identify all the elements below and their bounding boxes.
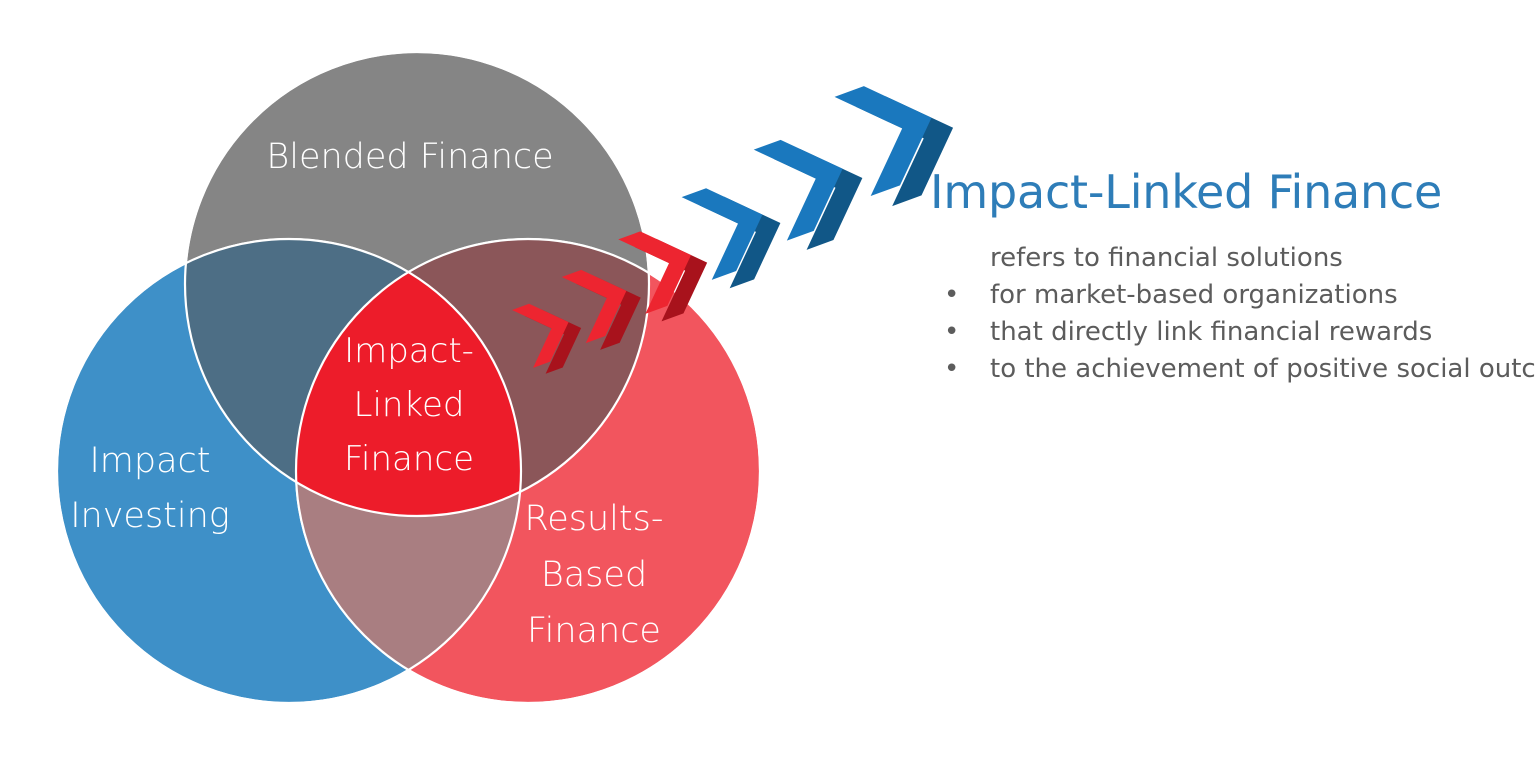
panel-title: Impact-Linked Finance xyxy=(930,165,1443,219)
circle-outline-blended xyxy=(183,50,651,518)
chevron-shade-3 xyxy=(634,238,708,322)
label-results-based-finance-line3: Finance xyxy=(527,611,661,651)
chevron-6-blue xyxy=(834,86,932,197)
description-line: • that directly link financial rewards xyxy=(930,314,1510,351)
label-blended-finance: Blended Finance xyxy=(266,137,553,177)
label-center-line2: Linked xyxy=(354,385,465,425)
chevron-3-red xyxy=(618,231,692,314)
label-results-based-finance-line1: Results- xyxy=(524,499,663,539)
chevron-shade-2 xyxy=(576,276,641,350)
bullet-glyph: • xyxy=(944,280,960,311)
chevron-arrow-cluster xyxy=(512,86,954,374)
bullet-glyph: • xyxy=(944,354,960,385)
chevron-2-red xyxy=(561,269,627,344)
description-line: • to the achievement of positive social o… xyxy=(930,351,1536,388)
chevron-1-red xyxy=(512,303,569,368)
description-bullet-list: •refers to financial solutions•for marke… xyxy=(930,240,1536,388)
chevron-shade-5 xyxy=(773,149,863,250)
description-line: • for market-based organizations xyxy=(930,277,1510,314)
circle-outline-results xyxy=(294,237,762,705)
chevron-5-blue xyxy=(753,139,843,241)
chevron-shade-1 xyxy=(524,309,582,374)
circle-outline-impact xyxy=(55,237,523,705)
description-panel: Impact-Linked Finance •refers to financi… xyxy=(930,165,1536,388)
chevron-shade-4 xyxy=(699,196,781,289)
overlap-center-impact-linked-finance[interactable] xyxy=(296,239,760,703)
label-center-line1: Impact- xyxy=(344,331,474,371)
bullet-glyph: • xyxy=(944,317,960,348)
chevron-shade-6 xyxy=(856,96,954,207)
description-line-text: for market-based organizations xyxy=(990,280,1398,311)
label-results-based-finance-line2: Based xyxy=(541,555,647,595)
description-line-text: to the achievement of positive social ou… xyxy=(990,354,1536,385)
chevron-4-blue xyxy=(681,188,763,280)
label-center-line3: Finance xyxy=(344,439,474,479)
label-impact-investing-line1: Impact xyxy=(89,441,210,481)
description-line: •refers to financial solutions xyxy=(930,240,1510,277)
description-line-text: refers to financial solutions xyxy=(990,243,1343,274)
label-impact-investing-line2: Investing xyxy=(70,496,230,536)
description-line-text: that directly link financial rewards xyxy=(990,317,1433,348)
